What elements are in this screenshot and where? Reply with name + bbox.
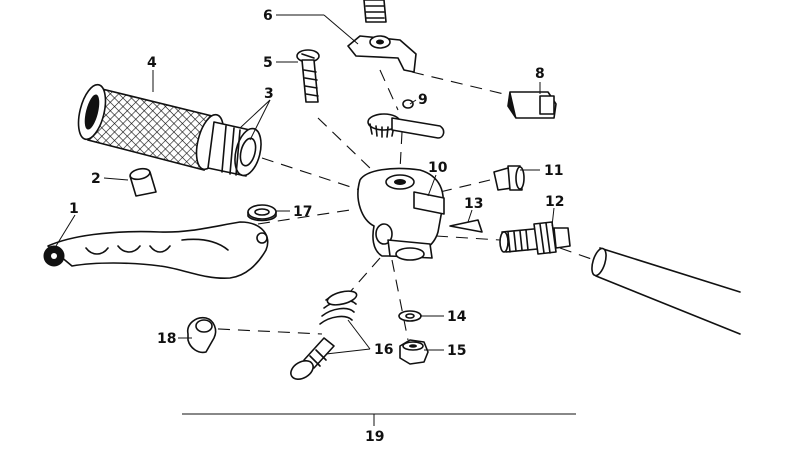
callout-12: 12 xyxy=(545,194,564,210)
callout-18: 18 xyxy=(157,331,176,347)
callout-11: 11 xyxy=(544,163,563,179)
callout-15: 15 xyxy=(447,343,466,359)
assembly-axes xyxy=(197,69,601,341)
wedge xyxy=(449,219,483,233)
callout-5: 5 xyxy=(263,55,273,71)
callout-14: 14 xyxy=(447,309,467,325)
callout-9: 9 xyxy=(418,92,428,108)
screw xyxy=(296,49,320,103)
handlebar-tube xyxy=(591,247,741,335)
callout-2: 2 xyxy=(91,171,101,187)
hex-nut xyxy=(399,339,429,365)
cable-bracket xyxy=(347,0,417,73)
callout-10: 10 xyxy=(428,160,448,176)
cable-nipple xyxy=(493,165,525,191)
adjuster-screw xyxy=(499,221,571,255)
callout-labels: 1 2 3 4 5 6 8 9 10 11 12 13 14 15 16 17 … xyxy=(69,8,564,445)
callout-4: 4 xyxy=(147,55,157,71)
callout-17: 17 xyxy=(293,204,312,220)
leader-lines xyxy=(55,14,576,426)
spring-washer xyxy=(398,310,422,322)
cable-end-fitting xyxy=(507,91,557,119)
end-cap xyxy=(186,316,217,354)
brake-lever xyxy=(43,221,269,279)
handlebar-grip xyxy=(77,83,225,171)
callout-1: 1 xyxy=(69,201,79,217)
callout-3: 3 xyxy=(264,86,274,102)
callout-19: 19 xyxy=(365,429,384,445)
throttle-sleeve xyxy=(207,121,262,177)
callout-13: 13 xyxy=(464,196,483,212)
bushing xyxy=(129,167,157,197)
callout-6: 6 xyxy=(263,8,273,24)
washer xyxy=(247,204,277,222)
lever-housing xyxy=(357,167,445,261)
callout-8: 8 xyxy=(535,66,545,82)
callout-16: 16 xyxy=(374,342,393,358)
spring-and-bolt xyxy=(290,290,358,380)
adjuster-lever xyxy=(367,99,445,139)
